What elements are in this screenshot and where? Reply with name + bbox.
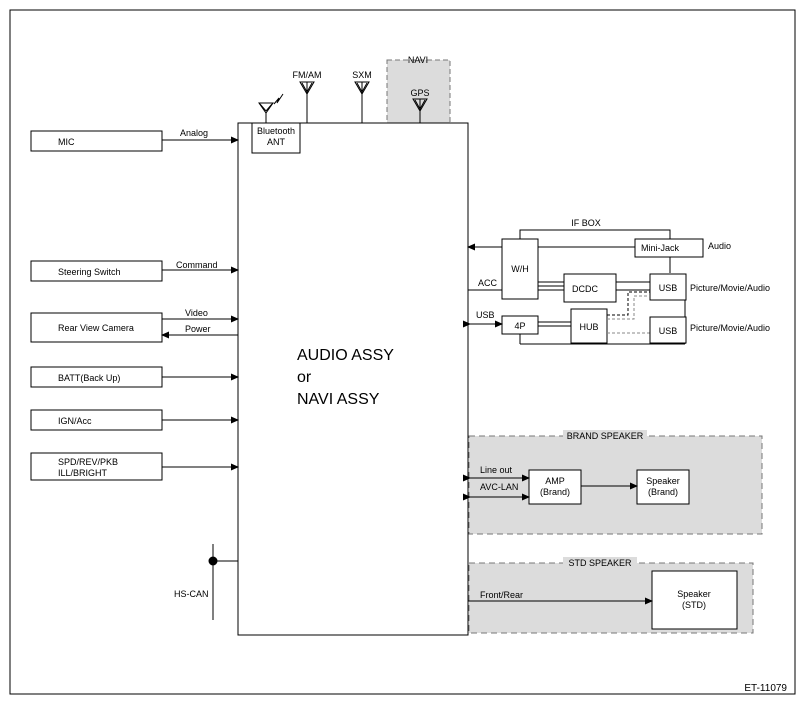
amp-label-line2: (Brand) [540,487,570,497]
brand-speaker-label-line2: (Brand) [648,487,678,497]
usb-link-label: USB [476,310,495,320]
spd-box [30,452,163,481]
mini-jack-box [634,238,704,258]
if-box-title: IF BOX [571,218,601,228]
brand-speaker-box [636,469,690,505]
fm-am-antenna-icon [299,81,315,123]
sxm-label: SXM [352,70,372,80]
dcdc-label: DCDC [572,284,598,294]
amp-label-line1: AMP [545,476,565,486]
hub-box [570,308,608,344]
outer-frame [9,9,796,695]
bluetooth-ant-box [251,122,301,154]
main-block-line3: NAVI ASSY [297,391,380,408]
ign-box [30,409,163,431]
main-block-line2: or [297,369,312,386]
analog-label: Analog [180,128,208,138]
hub-label: HUB [579,322,598,332]
std-speaker-title: STD SPEAKER [568,558,632,568]
bluetooth-label-line2: ANT [267,137,286,147]
spd-label-line1: SPD/REV/PKB [58,457,118,467]
sxm-antenna-icon [354,81,370,123]
hs-can-label: HS-CAN [174,589,209,599]
rear-view-camera-label: Rear View Camera [58,323,134,333]
rear-view-camera-box [30,312,163,343]
usb2-box [649,316,687,344]
audio-label: Audio [708,241,731,251]
spd-label-line2: ILL/BRIGHT [58,468,108,478]
steering-switch-box [30,260,163,282]
bluetooth-label-line1: Bluetooth [257,126,295,136]
mini-jack-label: Mini-Jack [641,243,680,253]
gps-antenna-icon [412,98,428,123]
batt-label: BATT(Back Up) [58,373,120,383]
power-label: Power [185,324,211,334]
std-speaker-label-line2: (STD) [682,600,706,610]
front-rear-label: Front/Rear [480,590,523,600]
fm-am-label: FM/AM [293,70,322,80]
steering-switch-label: Steering Switch [58,267,121,277]
pic1-label: Picture/Movie/Audio [690,283,770,293]
brand-speaker-label-line1: Speaker [646,476,680,486]
main-block-line1: AUDIO ASSY [297,347,394,364]
figure-id: ET-11079 [744,683,787,694]
bluetooth-antenna-icon [258,93,284,123]
usb1-label: USB [659,283,678,293]
line-out-label: Line out [480,465,513,475]
mic-label: MIC [58,137,75,147]
usb1-box [649,273,687,301]
wh-box [501,238,539,300]
avc-lan-label: AVC-LAN [480,482,518,492]
pic2-label: Picture/Movie/Audio [690,323,770,333]
four-p-label: 4P [514,321,525,331]
navi-region-label: NAVI [408,55,428,65]
navi-region [386,59,451,124]
brand-speaker-region [468,435,763,535]
command-label: Command [176,260,218,270]
ign-label: IGN/Acc [58,416,92,426]
std-speaker-box [651,570,738,630]
gps-label: GPS [410,88,429,98]
dcdc-box [563,273,617,303]
brand-speaker-title: BRAND SPEAKER [567,431,644,441]
usb2-label: USB [659,326,678,336]
std-speaker-label-line1: Speaker [677,589,711,599]
acc-label: ACC [478,278,498,288]
hs-can-bus [208,544,238,620]
wh-label: W/H [511,264,529,274]
amp-box [528,469,582,505]
video-label: Video [185,308,208,318]
audio-navi-assy [237,122,469,636]
mic-box [30,130,163,152]
